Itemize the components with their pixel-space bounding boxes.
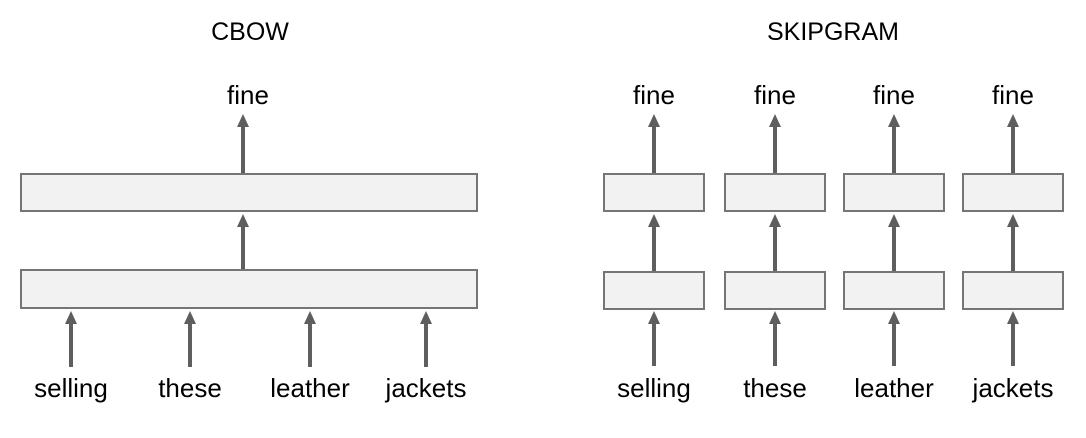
arrow-head [648, 311, 660, 324]
skipgram-input-word-label: selling [617, 373, 691, 403]
skipgram-title: SKIPGRAM [767, 18, 899, 46]
skipgram-output-word-label: fine [992, 80, 1034, 110]
skipgram-input-word-label: leather [854, 373, 934, 403]
arrow-head [1007, 311, 1019, 324]
arrow-shaft [773, 323, 777, 366]
arrow-shaft [773, 226, 777, 271]
skipgram-output-layer-box [724, 173, 826, 212]
skipgram-column-4: fine jackets [952, 0, 1074, 438]
skipgram-hidden-arrow [888, 214, 900, 271]
arrow-head [769, 311, 781, 324]
cbow-input-arrow-4 [420, 311, 432, 367]
arrow-shaft [69, 323, 73, 367]
skipgram-output-word-label: fine [754, 80, 796, 110]
skipgram-output-arrow [888, 114, 900, 173]
skipgram-input-word-label: these [743, 373, 807, 403]
skipgram-input-arrow [769, 311, 781, 366]
skipgram-output-word-label: fine [873, 80, 915, 110]
arrow-head [888, 311, 900, 324]
arrow-head [237, 214, 249, 227]
arrow-head [237, 114, 249, 127]
skipgram-output-layer-box [843, 173, 945, 212]
arrow-head [184, 311, 196, 324]
skipgram-column-3: fine leather [833, 0, 955, 438]
cbow-hidden-layer-box [20, 269, 478, 309]
arrow-shaft [1011, 323, 1015, 366]
cbow-output-arrow [237, 114, 249, 173]
cbow-input-arrow-2 [184, 311, 196, 367]
skipgram-hidden-layer-box [962, 271, 1064, 310]
cbow-input-word-label: these [158, 373, 222, 403]
arrow-shaft [773, 126, 777, 173]
skipgram-hidden-layer-box [603, 271, 705, 310]
skipgram-hidden-layer-box [843, 271, 945, 310]
arrow-head [65, 311, 77, 324]
arrow-shaft [892, 323, 896, 366]
cbow-title: CBOW [211, 18, 289, 46]
arrow-shaft [1011, 126, 1015, 173]
cbow-input-arrow-1 [65, 311, 77, 367]
skipgram-output-layer-box [603, 173, 705, 212]
arrow-shaft [652, 126, 656, 173]
skipgram-input-word-label: jackets [972, 373, 1054, 403]
skipgram-output-arrow [648, 114, 660, 173]
arrow-shaft [892, 226, 896, 271]
arrow-head [888, 214, 900, 227]
cbow-output-layer-box [20, 173, 478, 212]
skipgram-input-arrow [648, 311, 660, 366]
arrow-head [1007, 214, 1019, 227]
cbow-hidden-arrow [237, 214, 249, 269]
skipgram-input-arrow [1007, 311, 1019, 366]
arrow-shaft [652, 323, 656, 366]
cbow-input-word-label: leather [270, 373, 350, 403]
skipgram-output-arrow [1007, 114, 1019, 173]
skipgram-hidden-arrow [1007, 214, 1019, 271]
arrow-shaft [652, 226, 656, 271]
arrow-shaft [241, 226, 245, 269]
cbow-input-word-label: jackets [385, 373, 467, 403]
skipgram-hidden-arrow [648, 214, 660, 271]
cbow-input-arrow-3 [304, 311, 316, 367]
skipgram-output-arrow [769, 114, 781, 173]
arrow-shaft [892, 126, 896, 173]
arrow-head [769, 114, 781, 127]
skipgram-hidden-layer-box [724, 271, 826, 310]
arrow-head [304, 311, 316, 324]
arrow-shaft [241, 126, 245, 173]
skipgram-output-layer-box [962, 173, 1064, 212]
arrow-head [1007, 114, 1019, 127]
skipgram-hidden-arrow [769, 214, 781, 271]
arrow-head [648, 114, 660, 127]
arrow-head [888, 114, 900, 127]
cbow-input-word-label: selling [34, 373, 108, 403]
skipgram-input-arrow [888, 311, 900, 366]
arrow-shaft [424, 323, 428, 367]
arrow-shaft [308, 323, 312, 367]
arrow-shaft [1011, 226, 1015, 271]
skipgram-column-2: fine these [714, 0, 836, 438]
cbow-output-word-label: fine [227, 80, 269, 110]
arrow-head [648, 214, 660, 227]
skipgram-column-1: fine selling [593, 0, 715, 438]
skipgram-output-word-label: fine [633, 80, 675, 110]
arrow-head [769, 214, 781, 227]
arrow-shaft [188, 323, 192, 367]
arrow-head [420, 311, 432, 324]
